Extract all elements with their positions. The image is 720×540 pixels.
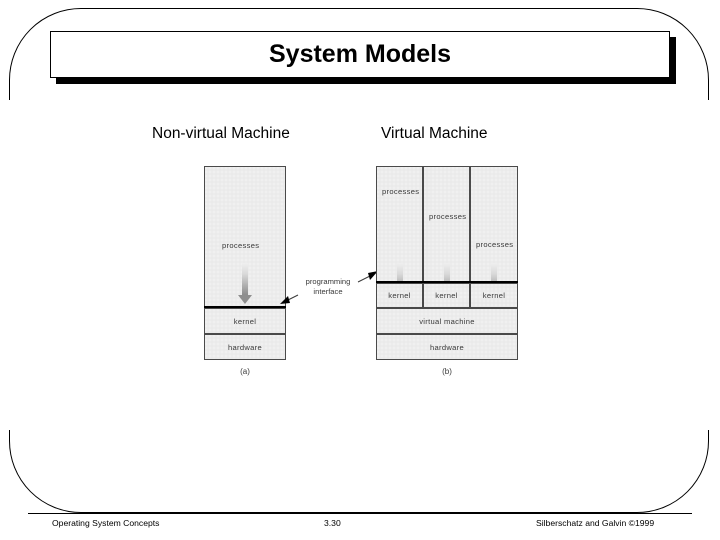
- nonvirtual-kernel-cell: kernel: [204, 308, 286, 334]
- title-box: System Models: [50, 31, 670, 78]
- nonvirtual-caption: (a): [240, 367, 250, 376]
- virtual-machine-cell: virtual machine: [376, 308, 518, 334]
- virtual-kernel-cell-2: kernel: [423, 283, 470, 308]
- nonvirtual-hardware-label: hardware: [227, 342, 263, 352]
- virtual-kernel-label-1: kernel: [388, 291, 411, 300]
- frame-mask-left: [0, 100, 11, 430]
- virtual-kernel-cell-1: kernel: [376, 283, 423, 308]
- virtual-kernel-cell-3: kernel: [470, 283, 518, 308]
- virtual-kernel-label-3: kernel: [482, 291, 506, 300]
- heading-virtual-machine: Virtual Machine: [381, 125, 488, 142]
- nonvirtual-interface-line: [204, 306, 286, 309]
- nonvirtual-interface-arrow: [238, 263, 252, 308]
- heading-non-virtual-machine: Non-virtual Machine: [152, 125, 290, 142]
- footer-copyright: Silberschatz and Galvin ©1999: [536, 518, 655, 528]
- virtual-interface-line: [376, 281, 518, 284]
- nonvirtual-hardware-cell: hardware: [204, 334, 286, 360]
- footer-slide-number: 3.30: [324, 518, 341, 528]
- programming-interface-line1: programming: [305, 277, 351, 286]
- virtual-processes-label-2: processes: [429, 212, 467, 221]
- frame-mask-right: [708, 100, 720, 430]
- virtual-caption: (b): [442, 367, 452, 376]
- programming-interface-arrows-icon: [280, 271, 378, 304]
- footer-divider: [28, 513, 692, 515]
- virtual-kernel-label-2: kernel: [435, 291, 458, 300]
- nonvirtual-processes-label: processes: [222, 241, 260, 250]
- page-title: System Models: [268, 40, 451, 68]
- nonvirtual-kernel-label: kernel: [233, 316, 257, 326]
- virtual-hardware-cell: hardware: [376, 334, 518, 360]
- virtual-processes-label-3: processes: [476, 240, 514, 249]
- virtual-hardware-label: hardware: [429, 342, 465, 352]
- virtual-machine-label: virtual machine: [419, 316, 475, 326]
- virtual-processes-label-1: processes: [382, 187, 420, 196]
- programming-interface-label: programming interface: [296, 277, 360, 297]
- programming-interface-line2: interface: [313, 287, 343, 296]
- footer-book-title: Operating System Concepts: [52, 518, 160, 528]
